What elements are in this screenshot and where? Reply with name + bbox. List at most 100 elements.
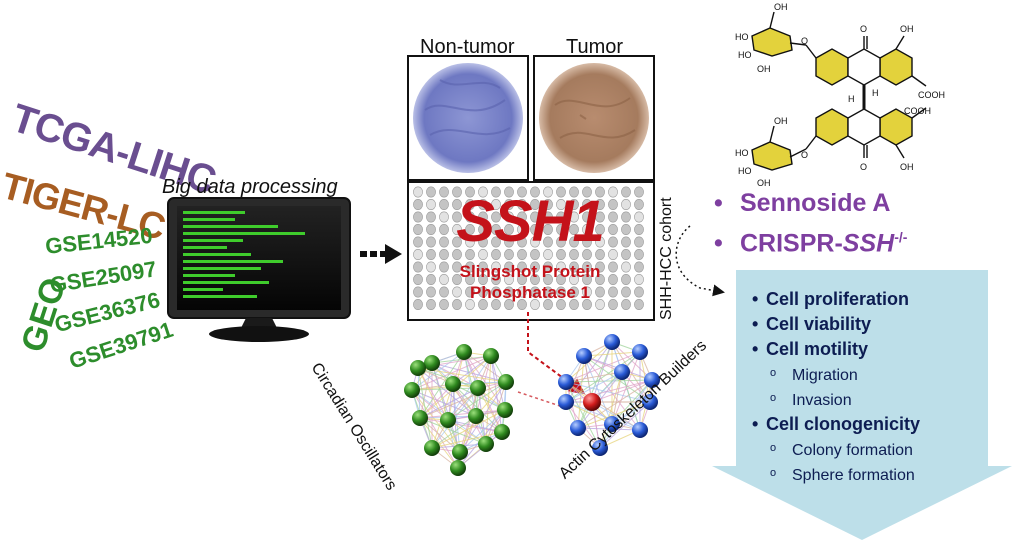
- network-node: [410, 360, 426, 376]
- tma-core: [426, 261, 436, 273]
- tma-core: [491, 261, 501, 273]
- tma-core: [413, 249, 423, 261]
- tma-core: [543, 273, 553, 285]
- outcome-list: •Cell proliferation •Cell viability •Cel…: [752, 287, 982, 487]
- ssh1-title: SSH1: [456, 189, 605, 254]
- tma-core: [504, 298, 514, 310]
- network-edge: [565, 401, 641, 431]
- svg-text:OH: OH: [757, 64, 771, 74]
- network-edge: [591, 379, 653, 403]
- tma-core: [491, 199, 501, 211]
- tma-core: [465, 249, 475, 261]
- tma-core: [504, 236, 514, 248]
- tma-core: [608, 211, 618, 223]
- tma-core: [569, 298, 579, 310]
- svg-text:H: H: [872, 88, 879, 98]
- tma-core: [582, 286, 592, 298]
- tma-core: [478, 298, 488, 310]
- network-edge: [565, 351, 641, 383]
- tma-core: [439, 199, 449, 211]
- tma-core: [504, 199, 514, 211]
- network-node: [558, 374, 574, 390]
- svg-text:COOH: COOH: [904, 106, 931, 116]
- tma-core: [543, 261, 553, 273]
- network-edge: [419, 351, 465, 419]
- tma-core: [426, 273, 436, 285]
- tma-core: [517, 273, 527, 285]
- tma-core: [582, 249, 592, 261]
- tma-core: [634, 211, 644, 223]
- outcome-item: •Cell clonogenicity: [752, 414, 921, 434]
- network-node: [644, 372, 660, 388]
- tma-core: [582, 298, 592, 310]
- tma-core: [452, 211, 462, 223]
- network-edge: [485, 381, 507, 445]
- network-node: [632, 422, 648, 438]
- tma-core: [439, 273, 449, 285]
- tma-core: [517, 224, 527, 236]
- tma-core: [569, 186, 579, 198]
- tma-core: [465, 199, 475, 211]
- ssh1-subtitle-line2: Phosphatase 1: [470, 283, 590, 302]
- tma-core: [634, 199, 644, 211]
- tumor-tissue-image: [533, 55, 655, 181]
- network-node: [470, 380, 486, 396]
- tma-core: [413, 286, 423, 298]
- tma-core: [634, 249, 644, 261]
- tma-core: [595, 186, 605, 198]
- network-edge: [565, 379, 653, 403]
- tma-core: [504, 224, 514, 236]
- network-edge: [565, 341, 613, 403]
- tma-core: [504, 261, 514, 273]
- tma-core: [465, 261, 475, 273]
- network-node: [450, 460, 466, 476]
- tma-core: [504, 211, 514, 223]
- tma-core: [413, 186, 423, 198]
- network-node: [440, 412, 456, 428]
- svg-text:HO: HO: [735, 32, 749, 42]
- network-edge: [417, 367, 433, 449]
- intervention-sennoside-a: •Sennoside A: [714, 186, 907, 220]
- bullet-icon: •: [714, 189, 723, 217]
- tma-core: [439, 286, 449, 298]
- network-edge: [565, 379, 653, 383]
- tma-core: [582, 224, 592, 236]
- tma-core: [530, 261, 540, 273]
- tma-core: [465, 298, 475, 310]
- tumor-label: Tumor: [566, 36, 624, 58]
- tma-core: [634, 286, 644, 298]
- tma-core: [543, 224, 553, 236]
- network-node: [445, 376, 461, 392]
- cohort-label: SHH-HCC cohort: [658, 197, 675, 320]
- network-link: [517, 391, 561, 407]
- circadian-oscillator-network: [404, 344, 514, 476]
- tma-core: [608, 236, 618, 248]
- network-edge: [411, 387, 479, 391]
- network-node: [583, 393, 601, 411]
- tma-core: [595, 261, 605, 273]
- tma-core: [517, 286, 527, 298]
- network-edge: [431, 415, 477, 449]
- tma-core: [556, 249, 566, 261]
- tma-core: [608, 298, 618, 310]
- tma-core: [478, 249, 488, 261]
- tma-core: [426, 249, 436, 261]
- tma-core: [439, 186, 449, 198]
- tma-core: [582, 211, 592, 223]
- network-edge: [565, 381, 601, 449]
- tma-core: [426, 186, 436, 198]
- tma-core: [426, 298, 436, 310]
- tma-core: [439, 261, 449, 273]
- tma-core: [582, 186, 592, 198]
- tma-core: [595, 249, 605, 261]
- tma-core: [465, 286, 475, 298]
- tissue-microarray: [407, 181, 655, 321]
- network-edge: [417, 367, 461, 453]
- tma-core: [595, 298, 605, 310]
- network-node: [412, 410, 428, 426]
- outcome-item: •Cell viability: [752, 314, 872, 334]
- tma-core: [530, 286, 540, 298]
- tma-core: [595, 273, 605, 285]
- process-arrow: [360, 244, 402, 264]
- tma-core: [439, 249, 449, 261]
